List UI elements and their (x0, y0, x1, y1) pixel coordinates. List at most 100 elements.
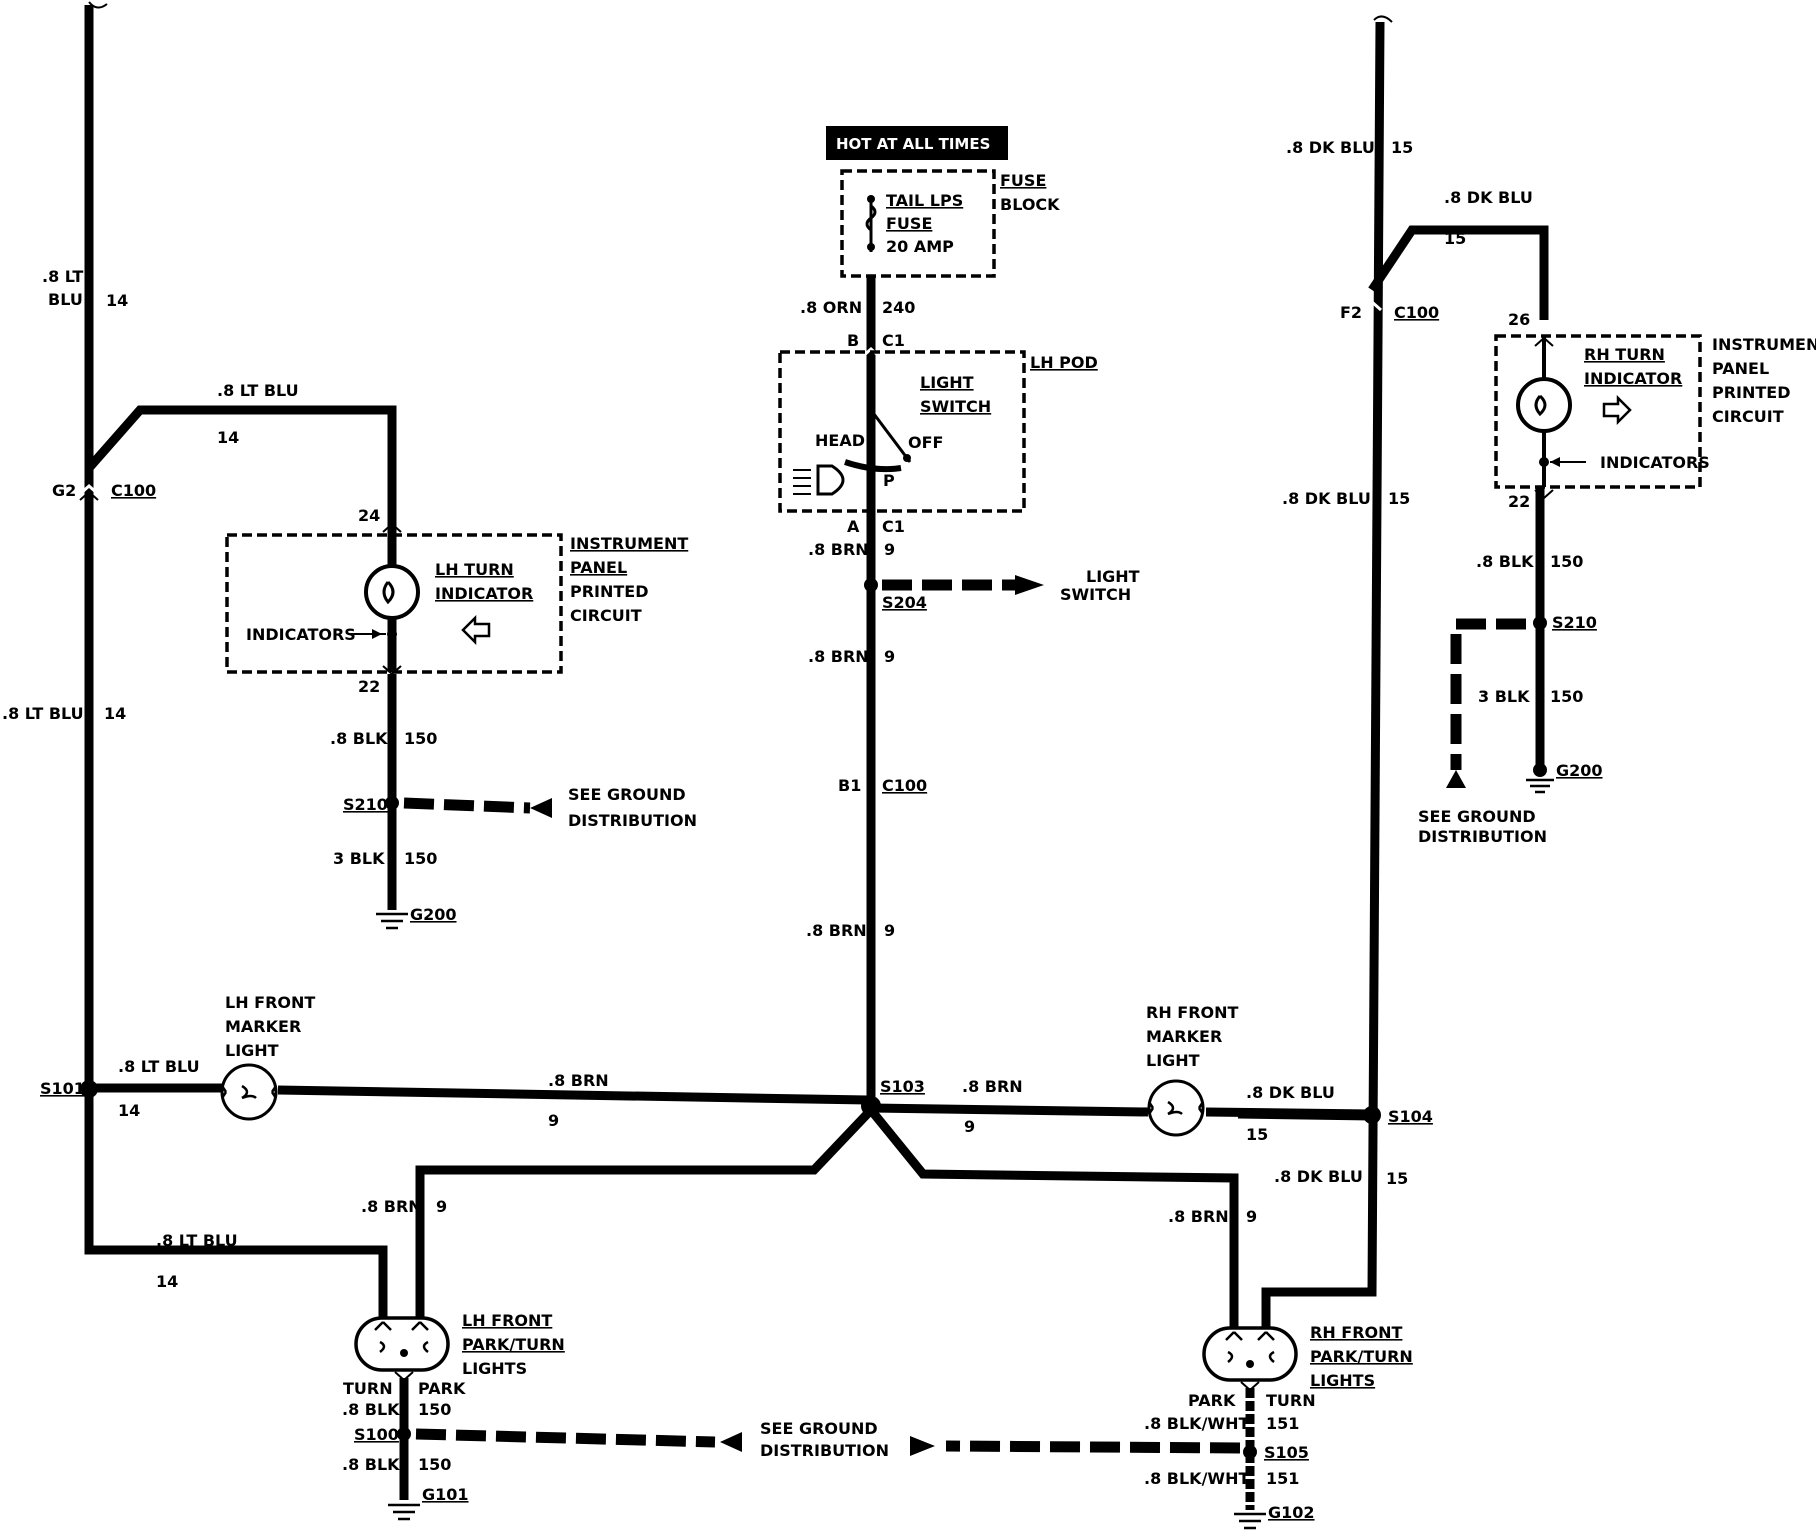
light-switch-pod-label: LH POD (1030, 353, 1098, 372)
wires-w-8blkwht-label: .8 BLK/WHT (1144, 1469, 1249, 1488)
fuse-block-fuse1-label: TAIL LPS (886, 191, 963, 210)
rh-turn-ind-indicators-label: INDICATORS (1600, 453, 1710, 472)
fuse-block: TAIL LPS FUSE 20 AMP (840, 169, 996, 278)
fuse-block-fuse2-label: FUSE (886, 214, 932, 233)
lh-ltblu-circuit (84, 5, 869, 1320)
ipc-l1-label: INSTRUMENT (1712, 335, 1816, 354)
wires-c-15-label: 15 (1246, 1125, 1268, 1144)
ipc-l4-label: CIRCUIT (570, 606, 642, 625)
connectors-c100-label: C100 (1394, 303, 1439, 322)
wires-w-8blk-label: .8 BLK (330, 729, 388, 748)
wires-c-14-label: 14 (118, 1101, 140, 1120)
wires-c-150-label: 150 (404, 849, 437, 868)
wires-w-8dkblu-label: .8 DK BLU (1274, 1167, 1363, 1186)
connectors-a-label: A (847, 517, 860, 536)
wires-c-14-label: 14 (106, 291, 128, 310)
light-switch: LIGHT SWITCH HEAD OFF P (778, 350, 1026, 513)
lh-park-l3-label: LIGHTS (462, 1359, 527, 1378)
rh-park-l3-label: LIGHTS (1310, 1371, 1375, 1390)
lh-ground-drop: .8 BLK 150 S210 3 BLK 150 G200 (330, 674, 552, 930)
connectors-p26-label: 26 (1508, 310, 1530, 329)
grounds-g101-label: G101 (422, 1485, 469, 1504)
grounds-g200-label: G200 (410, 905, 457, 924)
wires-c-151-label: 151 (1266, 1469, 1299, 1488)
wires-w-8blkwht-label: .8 BLK/WHT (1144, 1414, 1249, 1433)
lh-front-marker-light (220, 1063, 278, 1121)
wires-w-8brn-label: .8 BRN (1168, 1207, 1229, 1226)
connectors-c1-label: C1 (882, 331, 905, 350)
wires-w-8brn-label: .8 BRN (361, 1197, 422, 1216)
rh-marker-l3-label: LIGHT (1146, 1051, 1200, 1070)
rh-park-l1-label: RH FRONT (1310, 1323, 1403, 1342)
rh-marker-l1-label: RH FRONT (1146, 1003, 1239, 1022)
connectors-c100-label: C100 (882, 776, 927, 795)
see-ground-l1-label: SEE GROUND (1418, 807, 1536, 826)
hot-at-all-times-label: HOT AT ALL TIMES (826, 126, 1008, 160)
wires-w-8brn-label: .8 BRN (808, 540, 869, 559)
grounds-g102-label: G102 (1268, 1503, 1315, 1522)
grounds-g200-label: G200 (1556, 761, 1603, 780)
see-ground-l2-label: DISTRIBUTION (568, 811, 697, 830)
rh-front-marker-light (1147, 1079, 1205, 1137)
ipc-l2-label: PANEL (1712, 359, 1769, 378)
light-switch-park-label: P (883, 471, 895, 490)
ipc-l2-label: PANEL (570, 558, 627, 577)
fuse-block-title2-label: BLOCK (1000, 195, 1060, 214)
lh-front-park-turn-lights (354, 1316, 450, 1382)
rh-turn-ind-name1-label: RH TURN (1584, 345, 1665, 364)
see-ground-l1-label: SEE GROUND (760, 1419, 878, 1438)
light-switch-head-label: HEAD (815, 431, 865, 450)
wires-w-8brn-label: .8 BRN (808, 647, 869, 666)
wires-w-8dkblu-label: .8 DK BLU (1246, 1083, 1335, 1102)
lh-instrument-panel-box: LH TURN INDICATOR INDICATORS (225, 530, 563, 674)
wires-w-3blk-label: 3 BLK (333, 849, 385, 868)
rh-park-park-label: PARK (1188, 1391, 1236, 1410)
wires-w-8lt-label: .8 LT (42, 267, 83, 286)
wires-c-9-label: 9 (436, 1197, 447, 1216)
wires-w-8ltblu-label: .8 LT BLU (217, 381, 299, 400)
wires-c-9-label: 9 (548, 1111, 559, 1130)
lh-turn-ind-indicators-label: INDICATORS (246, 625, 356, 644)
connectors-c1-label: C1 (882, 517, 905, 536)
rh-ground-drop: .8 BLK 150 S210 3 BLK 150 G200 (1446, 487, 1603, 794)
rh-dkblu-branch (1368, 225, 1549, 320)
rh-dkblu-main (1261, 21, 1385, 1330)
wires-c-14-label: 14 (156, 1272, 178, 1291)
lh-park-l2-label: PARK/TURN (462, 1335, 565, 1354)
wires-c-9-label: 9 (884, 540, 895, 559)
lh-park-park-label: PARK (418, 1379, 466, 1398)
splices-s204-label: S204 (882, 593, 927, 612)
lh-park-turn-label: TURN (343, 1379, 393, 1398)
wires-c-150-label: 150 (418, 1455, 451, 1474)
wires-c-240-label: 240 (882, 298, 915, 317)
splices-s210-label: S210 (1552, 613, 1597, 632)
ipc-l4-label: CIRCUIT (1712, 407, 1784, 426)
light-switch-name1-label: LIGHT (920, 373, 974, 392)
see-ground-l2-label: DISTRIBUTION (760, 1441, 889, 1460)
connectors-p22-label: 22 (1508, 492, 1530, 511)
see-ground-l1-label: SEE GROUND (568, 785, 686, 804)
wires-c-9-label: 9 (884, 921, 895, 940)
wires-w-8dkblu-label: .8 DK BLU (1444, 188, 1533, 207)
ipc-l3-label: PRINTED (1712, 383, 1791, 402)
splices-s210-label: S210 (343, 795, 388, 814)
right-arrow-icon (1602, 394, 1632, 426)
rh-instrument-panel-box: RH TURN INDICATOR INDICATORS (1494, 334, 1710, 489)
rh-turn-ind-name2-label: INDICATOR (1584, 369, 1682, 388)
lh-marker-l3-label: LIGHT (225, 1041, 279, 1060)
wires-w-8ltblu-label: .8 LT BLU (118, 1057, 200, 1076)
wires-c-9-label: 9 (1246, 1207, 1257, 1226)
wires-w-blu-label: BLU (48, 290, 83, 309)
splices-s104-label: S104 (1388, 1107, 1433, 1126)
wires-c-15-label: 15 (1391, 138, 1413, 157)
wires-c-9-label: 9 (964, 1117, 975, 1136)
wires-c-15-label: 15 (1386, 1169, 1408, 1188)
light-switch-ref-line1-label: LIGHT (1086, 567, 1140, 586)
splices-s100-label: S100 (354, 1425, 399, 1444)
light-switch-name2-label: SWITCH (920, 397, 991, 416)
wires-w-8brn-label: .8 BRN (548, 1071, 609, 1090)
wires-c-150-label: 150 (1550, 687, 1583, 706)
rh-park-l2-label: PARK/TURN (1310, 1347, 1413, 1366)
break-mark (88, 1, 108, 9)
